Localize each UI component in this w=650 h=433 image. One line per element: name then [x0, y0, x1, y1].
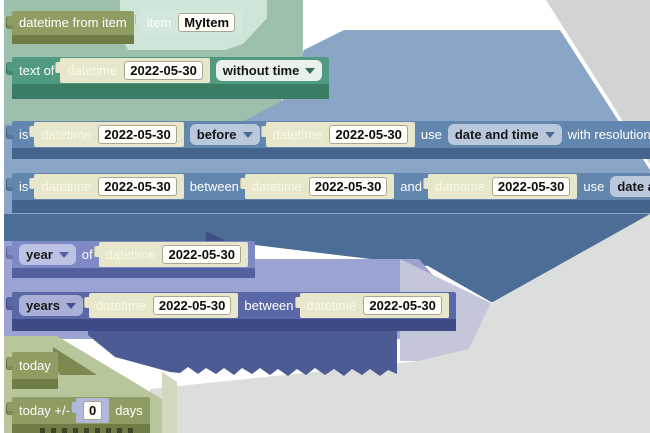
dropdown-years[interactable]: years: [19, 295, 83, 316]
subblock-label: datetime: [306, 298, 357, 313]
subblock-label: datetime: [105, 247, 156, 262]
block-label: today +/-: [19, 403, 70, 418]
value-field[interactable]: 2022-05-30: [308, 177, 388, 196]
block-datetime-from-item[interactable]: datetime from item item MyItem: [6, 10, 243, 44]
clipped-next-block: [40, 428, 138, 433]
block-today[interactable]: today: [6, 352, 58, 389]
block-label: is: [19, 179, 29, 194]
value-field[interactable]: 2022-05-30: [491, 177, 571, 196]
item-subblock[interactable]: item MyItem: [134, 10, 243, 35]
datetime-subblock[interactable]: datetime 2022-05-30: [260, 122, 415, 147]
datetime-subblock[interactable]: datetime 2022-05-30: [29, 174, 184, 199]
datetime-subblock[interactable]: datetime 2022-05-30: [55, 58, 210, 83]
block-label: today: [19, 358, 51, 373]
block-is-before[interactable]: is datetime 2022-05-30 before datetime 2022-0…: [5, 121, 650, 159]
block-label: between: [189, 179, 239, 194]
block-text-of-datetime-face[interactable]: text of datetime 2022-05-30 without time: [5, 57, 330, 99]
subblock-label: datetime: [251, 179, 302, 194]
block-year-of-face[interactable]: year of datetime 2022-05-30: [6, 241, 255, 278]
block-today-plus-minus-face[interactable]: today +/- 0 days: [6, 397, 150, 433]
datetime-subblock[interactable]: datetime 2022-05-30: [83, 293, 239, 318]
datetime-subblock[interactable]: datetime 2022-05-30: [239, 174, 395, 199]
number-subblock[interactable]: 0: [70, 398, 110, 423]
dropdown-date-and-time[interactable]: date and time: [447, 124, 562, 145]
block-today-face[interactable]: today: [6, 352, 58, 389]
value-field[interactable]: 0: [82, 401, 103, 420]
block-text-of-datetime[interactable]: text of datetime 2022-05-30 without time: [5, 57, 330, 99]
block-is-between[interactable]: is datetime 2022-05-30 between datetime 2022-…: [5, 173, 650, 213]
block-is-between-face[interactable]: is datetime 2022-05-30 between datetime 2022-…: [5, 173, 650, 213]
subblock-label: datetime: [95, 298, 146, 313]
subblock-label: datetime: [67, 63, 118, 78]
datetime-subblock[interactable]: datetime 2022-05-30: [294, 293, 449, 318]
datetime-subblock[interactable]: datetime 2022-05-30: [93, 242, 248, 267]
subblock-label: item: [146, 15, 172, 30]
value-field[interactable]: MyItem: [178, 13, 236, 32]
value-field[interactable]: 2022-05-30: [363, 296, 442, 315]
block-label: is: [19, 127, 29, 142]
value-field[interactable]: 2022-05-30: [124, 61, 203, 80]
block-label: datetime from item: [19, 15, 127, 30]
block-years-between[interactable]: years datetime 2022-05-30 between datetime 20…: [6, 292, 456, 331]
dropdown-value: date and time: [454, 127, 539, 142]
block-label: use: [583, 179, 605, 194]
subblock-label: datetime: [272, 127, 323, 142]
chevron-down-icon: [58, 251, 69, 258]
block-is-before-face[interactable]: is datetime 2022-05-30 before datetime 2022-0…: [5, 121, 650, 159]
value-field[interactable]: 2022-05-30: [98, 125, 177, 144]
block-label: between: [244, 298, 294, 313]
value-field[interactable]: 2022-05-30: [329, 125, 408, 144]
block-label: days: [115, 403, 143, 418]
dropdown-date-and-time[interactable]: date and time: [610, 176, 650, 197]
block-datetime-from-item-face[interactable]: datetime from item: [6, 10, 134, 44]
value-field[interactable]: 2022-05-30: [162, 245, 241, 264]
dropdown-before[interactable]: before: [189, 124, 260, 145]
value-field[interactable]: 2022-05-30: [152, 296, 232, 315]
dropdown-value: before: [196, 127, 237, 142]
subblock-label: datetime: [41, 179, 92, 194]
dropdown-value: years: [26, 298, 60, 313]
chevron-down-icon: [65, 302, 76, 309]
subblock-label: datetime: [41, 127, 92, 142]
dropdown-without-time[interactable]: without time: [215, 60, 323, 81]
block-today-plus-minus[interactable]: today +/- 0 days: [6, 397, 150, 433]
dropdown-value: without time: [222, 63, 300, 78]
block-label: with resolution of: [567, 127, 650, 142]
value-field[interactable]: 2022-05-30: [98, 177, 177, 196]
dropdown-value: year: [26, 247, 53, 262]
block-year-of[interactable]: year of datetime 2022-05-30: [6, 241, 255, 278]
datetime-subblock[interactable]: datetime 2022-05-30: [422, 174, 578, 199]
dropdown-year[interactable]: year: [19, 244, 76, 265]
block-years-between-face[interactable]: years datetime 2022-05-30 between datetime 20…: [6, 292, 456, 331]
block-label: of: [81, 247, 93, 262]
block-label: use: [420, 127, 442, 142]
block-label: and: [400, 179, 422, 194]
dropdown-value: date and time: [617, 179, 650, 194]
chevron-down-icon: [242, 131, 253, 138]
datetime-subblock[interactable]: datetime 2022-05-30: [29, 122, 184, 147]
block-label: text of: [19, 63, 55, 78]
subblock-label: datetime: [435, 179, 485, 194]
chevron-down-icon: [305, 67, 316, 74]
chevron-down-icon: [544, 131, 555, 138]
